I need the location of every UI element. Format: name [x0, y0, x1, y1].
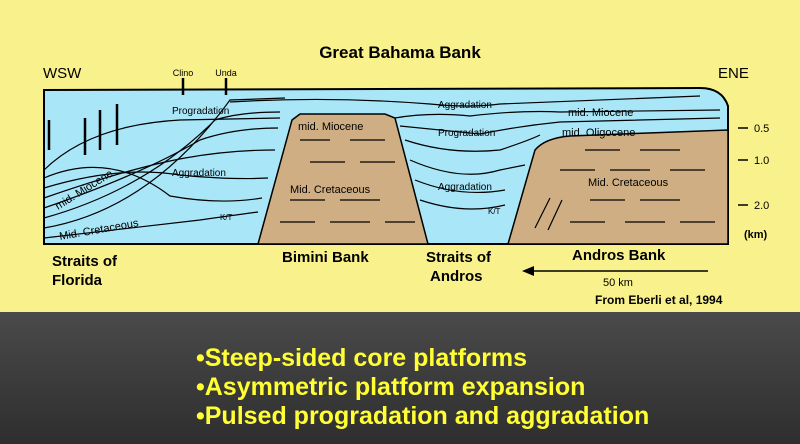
label-progradation-left: Progradation — [172, 106, 229, 117]
depth-unit: (km) — [744, 229, 768, 241]
region-straits-florida-line1: Straits of — [52, 253, 118, 270]
label-mid-cretaceous-center: Mid. Cretaceous — [290, 184, 371, 196]
bimini-dashes — [280, 139, 415, 223]
andros-dashes — [534, 149, 715, 231]
bimini-bank-block — [257, 113, 429, 245]
label-aggradation-left: Aggradation — [172, 168, 226, 179]
depth-tick-2-0: 2.0 — [754, 200, 769, 212]
region-bimini-bank: Bimini Bank — [282, 249, 369, 266]
direction-right: ENE — [718, 65, 749, 82]
depth-tick-0-5: 0.5 — [754, 123, 769, 135]
label-mid-cretaceous-right: Mid. Cretaceous — [588, 177, 669, 189]
bullet-item: •Asymmetric platform expansion — [196, 373, 586, 401]
text-panel — [0, 312, 800, 444]
bullet-list: •Steep-sided core platforms •Asymmetric … — [196, 344, 649, 431]
left-slope-layers — [43, 97, 286, 239]
bullet-item: •Steep-sided core platforms — [196, 344, 528, 372]
well-label-clino: Clino — [173, 68, 194, 78]
depth-tick-1-0: 1.0 — [754, 155, 769, 167]
region-andros-bank: Andros Bank — [572, 247, 666, 264]
bullet-item: •Pulsed progradation and aggradation — [196, 402, 650, 430]
scale-arrow: 50 km — [522, 266, 708, 289]
label-aggradation-straits: Aggradation — [438, 182, 492, 193]
upper-layers — [229, 95, 721, 210]
label-kt-left: K/T — [220, 213, 233, 222]
scale-label: 50 km — [603, 277, 633, 289]
depth-scale: 0.5 1.0 2.0 (km) — [738, 123, 769, 241]
region-straits-andros-line1: Straits of — [426, 249, 492, 266]
cross-section-diagram: Great Bahama Bank WSW ENE Clino Unda 100… — [43, 43, 769, 307]
label-kt-right: K/T — [488, 207, 501, 216]
region-straits-andros-line2: Andros — [430, 268, 483, 285]
diagram-title: Great Bahama Bank — [319, 43, 481, 62]
citation: From Eberli et al, 1994 — [595, 293, 723, 307]
well-lines — [47, 78, 228, 155]
label-mid-miocene-right: mid. Miocene — [568, 107, 633, 119]
label-progradation-right: Progradation — [438, 128, 495, 139]
label-aggradation-top: Aggradation — [438, 100, 492, 111]
andros-bank-block — [507, 129, 729, 245]
label-mid-oligocene: mid. Oligocene — [562, 127, 635, 139]
region-straits-florida-line2: Florida — [52, 272, 103, 289]
well-label-unda: Unda — [215, 68, 237, 78]
label-mid-miocene-center: mid. Miocene — [298, 121, 363, 133]
direction-left: WSW — [43, 65, 82, 82]
